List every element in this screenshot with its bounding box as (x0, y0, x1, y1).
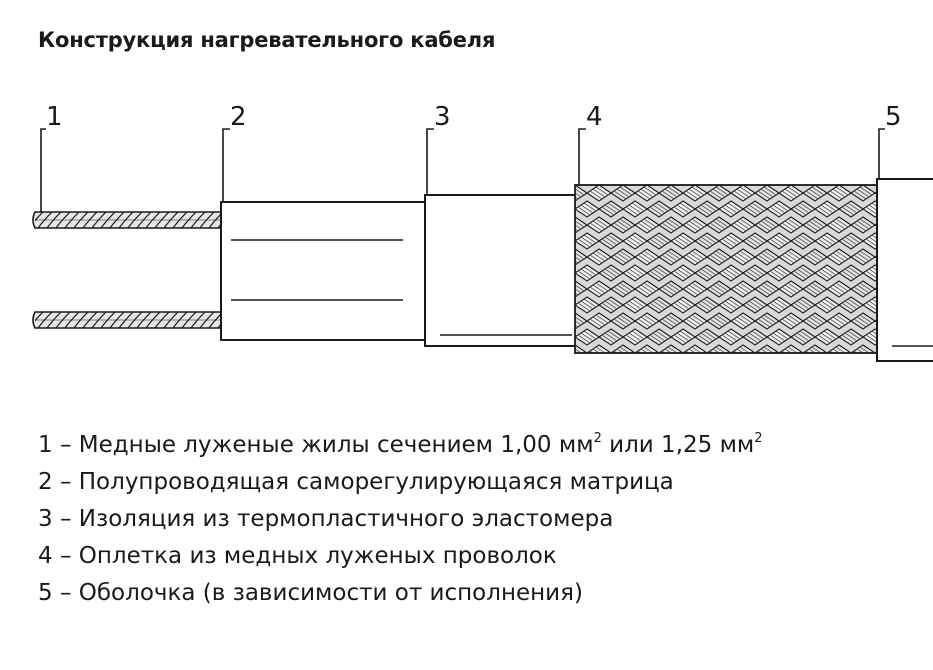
legend: 1 – Медные луженые жилы сечением 1,00 мм… (38, 427, 763, 612)
callout-number-3: 3 (434, 102, 451, 132)
outer-sheath (876, 178, 933, 362)
leader-line-2 (222, 128, 230, 202)
leader-line-1 (40, 128, 46, 215)
leader-line-3 (426, 128, 434, 195)
legend-item-5: 5 – Оболочка (в зависимости от исполнени… (38, 580, 583, 606)
cable-construction-diagram: 1 2 3 4 5 (32, 102, 933, 362)
leader-line-5 (878, 128, 885, 181)
callout-number-4: 4 (586, 102, 603, 132)
copper-conductor-top (32, 211, 222, 229)
copper-braid (574, 184, 878, 354)
semiconductive-matrix (220, 201, 426, 341)
legend-item-2: 2 – Полупроводящая саморегулирующаяся ма… (38, 469, 674, 495)
legend-item-1: 1 – Медные луженые жилы сечением 1,00 мм… (38, 431, 763, 458)
legend-item-3: 3 – Изоляция из термопластичного эластом… (38, 506, 614, 532)
legend-item-4: 4 – Оплетка из медных луженых проволок (38, 543, 557, 569)
insulation-layer (424, 194, 578, 347)
copper-conductor-bottom (32, 311, 222, 329)
callout-number-2: 2 (230, 102, 247, 132)
callout-number-1: 1 (46, 102, 63, 132)
leader-line-4 (578, 128, 586, 188)
callout-number-5: 5 (885, 102, 902, 132)
diagram-title: Конструкция нагревательного кабеля (38, 28, 496, 52)
